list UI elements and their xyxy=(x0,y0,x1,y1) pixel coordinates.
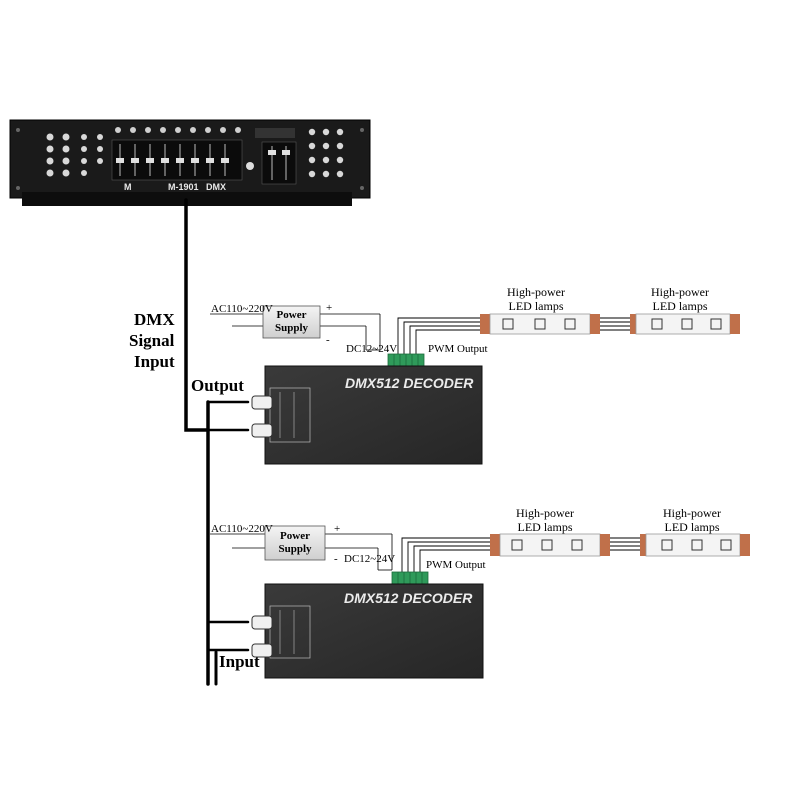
pwm-wires-2 xyxy=(401,537,640,574)
led-strip-1b xyxy=(630,313,740,335)
led-lamps-label-1a: High-power LED lamps xyxy=(496,285,576,313)
output-label: Output xyxy=(191,376,244,395)
signal-label: Signal xyxy=(129,331,175,350)
unit-2 xyxy=(210,525,750,679)
plus-label-1: + xyxy=(326,302,333,314)
led-lamps-label-2b: High-power LED lamps xyxy=(652,506,732,534)
input-label-bottom: Input xyxy=(219,652,260,671)
dmx-cable xyxy=(184,198,250,686)
pwm-output-label-1: PWM Output xyxy=(428,343,488,355)
decoder-title-1: DMX512 DECODER xyxy=(345,375,474,391)
console-faders xyxy=(111,139,243,181)
dmx-console xyxy=(9,119,371,206)
led-lamps-line1: High-power xyxy=(516,506,574,520)
power-supply-line2-2: Supply xyxy=(278,543,312,555)
console-buttons-left xyxy=(46,133,103,177)
plus-label-2: + xyxy=(334,523,341,535)
led-lamps-line1: High-power xyxy=(651,285,709,299)
power-supply-label-1: Power Supply xyxy=(263,309,320,335)
dc-output-label-1: DC12~24V xyxy=(346,343,398,355)
power-supply-line2-1: Supply xyxy=(274,322,309,334)
led-lamps-line1: High-power xyxy=(663,506,721,520)
ac-input-label-1: AC110~220V xyxy=(211,303,273,315)
dc-output-label-2: DC12~24V xyxy=(344,553,396,565)
console-mode: DMX xyxy=(206,182,226,192)
power-supply-1 xyxy=(262,305,321,339)
console-model: M-1901 xyxy=(168,182,199,192)
power-supply-2 xyxy=(264,525,326,561)
input-label-top: Input xyxy=(134,352,175,371)
console-mount-holes xyxy=(16,128,364,190)
decoder-1 xyxy=(251,353,483,465)
power-supply-line1-1: Power xyxy=(276,309,307,321)
led-strip-2a xyxy=(490,533,610,557)
ac-wires-1 xyxy=(210,313,381,351)
led-lamps-line2: LED lamps xyxy=(652,299,708,313)
led-strip-2b xyxy=(640,533,750,557)
led-strip-1a xyxy=(480,313,600,335)
ac-wires-2 xyxy=(210,533,393,571)
led-lamps-line2: LED lamps xyxy=(664,520,720,534)
pwm-wires-1 xyxy=(397,317,630,356)
led-lamps-label-2a: High-power LED lamps xyxy=(505,506,585,534)
decoder-title-2: DMX512 DECODER xyxy=(344,590,473,606)
unit-1 xyxy=(210,305,740,465)
console-top-buttons xyxy=(115,127,241,133)
ac-input-label-2: AC110~220V xyxy=(211,523,273,535)
led-lamps-label-1b: High-power LED lamps xyxy=(640,285,720,313)
led-lamps-line2: LED lamps xyxy=(508,299,564,313)
console-brand: M xyxy=(124,182,132,192)
led-lamps-line2: LED lamps xyxy=(517,520,573,534)
dmx-label: DMX xyxy=(134,310,175,329)
console-right-panel xyxy=(246,128,344,185)
led-lamps-line1: High-power xyxy=(507,285,565,299)
minus-label-1: - xyxy=(326,334,330,346)
decoder-2 xyxy=(251,571,484,679)
pwm-output-label-2: PWM Output xyxy=(426,559,486,571)
power-supply-line1-2: Power xyxy=(280,530,310,542)
power-supply-label-2: Power Supply xyxy=(265,530,325,556)
minus-label-2: - xyxy=(334,553,338,565)
